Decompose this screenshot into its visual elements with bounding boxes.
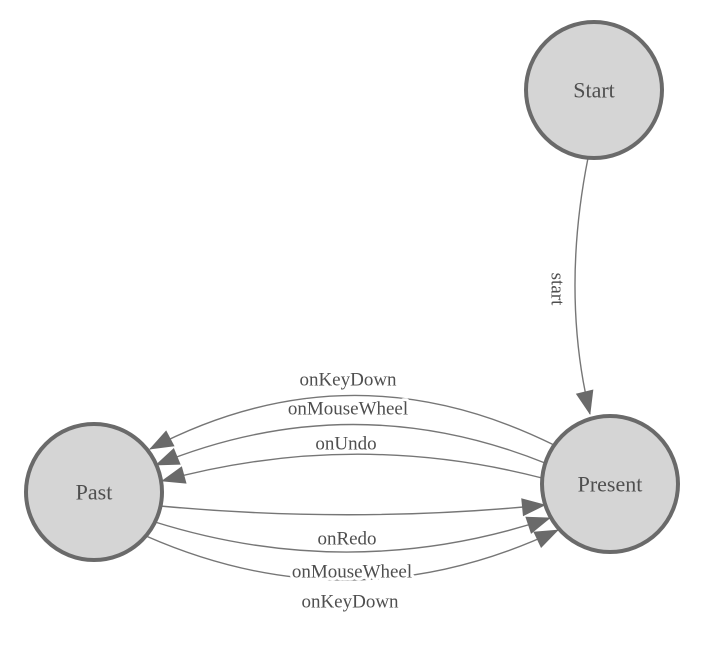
edge-label-onredo: onRedo (317, 529, 376, 550)
node-start-circle[interactable] (524, 20, 664, 160)
edge-past-to-present-onmousewheel (154, 516, 551, 553)
edge-label-layer: start onKeyDown onMouseWheel onUndo onRe… (285, 270, 571, 616)
edge-present-to-past-onkeydown (149, 394, 555, 450)
node-present[interactable]: Present (540, 414, 680, 554)
node-start[interactable]: Start (524, 20, 664, 160)
edge-present-to-past-onundo (161, 453, 543, 484)
edge-label-onmousewheel-top: onMouseWheel (288, 399, 408, 420)
edge-past-to-present-onredo (159, 498, 546, 517)
node-start-label: Start (573, 78, 615, 103)
node-layer: Start Present Past (24, 20, 680, 562)
node-present-label: Present (578, 472, 643, 497)
node-past[interactable]: Past (24, 422, 164, 562)
node-present-circle[interactable] (540, 414, 680, 554)
node-past-circle[interactable] (24, 422, 164, 562)
edge-label-onundo: onUndo (315, 434, 376, 455)
node-past-label: Past (76, 480, 113, 505)
edge-start-to-present (574, 157, 594, 415)
edge-label-start: start (546, 273, 567, 306)
edge-layer (145, 157, 594, 581)
edge-past-to-present-onkeydown (145, 529, 559, 581)
edge-present-to-past-onmousewheel (155, 423, 546, 466)
edge-label-onkeydown-top: onKeyDown (299, 370, 397, 391)
edge-label-onmousewheel-bottom: onMouseWheel (292, 562, 412, 583)
edge-label-onkeydown-bottom: onKeyDown (301, 592, 399, 613)
